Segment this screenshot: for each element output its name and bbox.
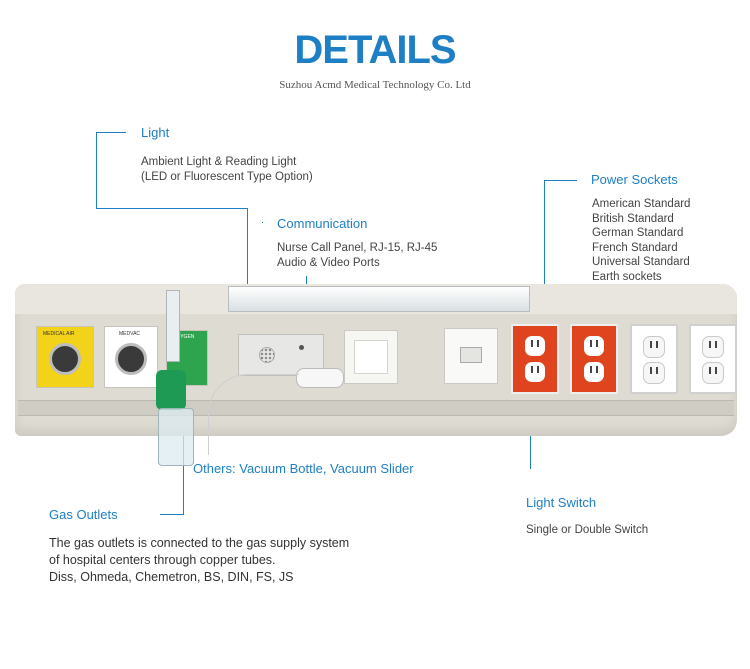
communication-description: Nurse Call Panel, RJ-15, RJ-45 Audio & V… [277,242,438,269]
speaker-grille [259,347,275,363]
call-indicator [299,345,304,350]
page-title: DETAILS [294,28,456,72]
light-connector-v1 [96,132,97,209]
nurse-call-panel [238,334,324,376]
nurse-call-handset [296,368,344,388]
switch-connector-v2 [530,407,531,469]
rj45-port [460,347,482,363]
gas-connector-v [183,420,184,515]
gas-outlet-socket [49,343,81,375]
socket-receptacle [525,362,545,382]
vacuum-bottle [158,408,194,466]
gas-outlet-plate: MEDVAC [104,326,158,388]
light-connector-h [96,132,126,133]
humidifier-head [156,370,186,410]
light-switch [344,330,398,384]
light-heading: Light [141,125,170,140]
gas-outlet-label: MEDVAC [119,331,141,337]
gas-connector-h [160,514,184,515]
gas-outlet-plate: MEDICAL AIR [36,326,94,388]
comm-connector-h [262,222,263,223]
light-switch-description: Single or Double Switch [526,524,649,536]
socket-receptacle [584,362,604,382]
socket-receptacle [702,336,724,358]
gas-outlet-label: MEDICAL AIR [43,331,75,337]
handset-cable [208,374,299,455]
power-heading: Power Sockets [591,172,678,187]
gas-outlets-heading: Gas Outlets [49,507,118,522]
power-item: Universal Standard [592,256,690,268]
light-switch-heading: Light Switch [526,495,597,510]
power-item: British Standard [592,212,674,225]
company-name: Suzhou Acmd Medical Technology Co. Ltd [279,79,471,91]
power-item: French Standard [592,241,678,254]
data-port-plate [444,328,498,384]
light-connector-v2 [247,208,248,298]
socket-receptacle [584,336,604,356]
power-item: Earth sockets [592,270,662,283]
socket-receptacle [702,362,724,384]
light-connector-h2 [96,208,248,209]
socket-receptacle [643,362,665,384]
power-item: American Standard [592,198,691,210]
power-socket-white [630,324,678,394]
gas-outlet-label: OXYGEN [173,334,195,340]
equipment-rail [18,400,734,416]
power-socket-red [570,324,618,394]
socket-receptacle [525,336,545,356]
reading-light [228,286,530,312]
switch-rocker [354,340,388,374]
power-item: German Standard [592,227,684,239]
socket-receptacle [643,336,665,358]
flowmeter [166,290,180,362]
power-list: American Standard British Standard Germa… [592,197,690,284]
power-socket-white [689,324,737,394]
communication-heading: Communication [277,216,368,231]
others-heading: Others: Vacuum Bottle, Vacuum Slider [193,461,414,476]
power-connector-h [544,180,577,181]
power-connector-v [544,180,545,355]
gas-outlet-socket [115,343,147,375]
gas-outlets-description: The gas outlets is connected to the gas … [49,536,350,584]
power-socket-red [511,324,559,394]
light-description: Ambient Light & Reading Light (LED or Fl… [141,156,313,183]
